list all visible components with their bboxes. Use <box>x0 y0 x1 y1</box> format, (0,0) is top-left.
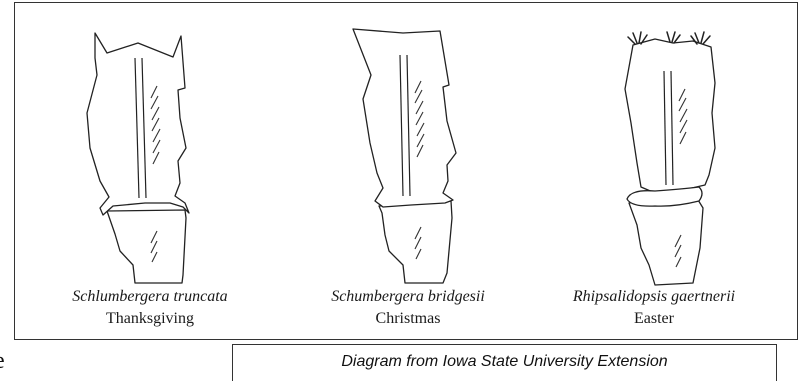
cactus-diagram-figure: Schlumbergera truncata Thanksgiving Schu… <box>14 2 798 340</box>
common-name: Easter <box>539 308 769 330</box>
caption-christmas: Schumbergera bridgesii Christmas <box>293 286 523 330</box>
thanksgiving-cactus-stem <box>87 33 189 283</box>
common-name: Thanksgiving <box>35 308 265 330</box>
scientific-name: Schlumbergera truncata <box>35 286 265 308</box>
common-name: Christmas <box>293 308 523 330</box>
easter-upper-segment <box>625 39 715 193</box>
caption-thanksgiving: Schlumbergera truncata Thanksgiving <box>35 286 265 330</box>
thanksgiving-upper-segment <box>87 33 189 215</box>
scientific-name: Rhipsalidopsis gaertnerii <box>539 286 769 308</box>
christmas-upper-segment <box>353 29 456 207</box>
thanksgiving-lower-segment <box>107 210 186 283</box>
scientific-name: Schumbergera bridgesii <box>293 286 523 308</box>
diagram-credit: Diagram from Iowa State University Exten… <box>232 344 777 381</box>
stray-text-fragment: e <box>0 346 14 376</box>
easter-lower-segment <box>629 195 703 285</box>
christmas-cactus-stem <box>353 29 456 283</box>
easter-cactus-stem <box>625 32 715 285</box>
caption-easter: Rhipsalidopsis gaertnerii Easter <box>539 286 769 330</box>
easter-joint <box>627 187 702 206</box>
christmas-lower-segment <box>379 201 452 283</box>
